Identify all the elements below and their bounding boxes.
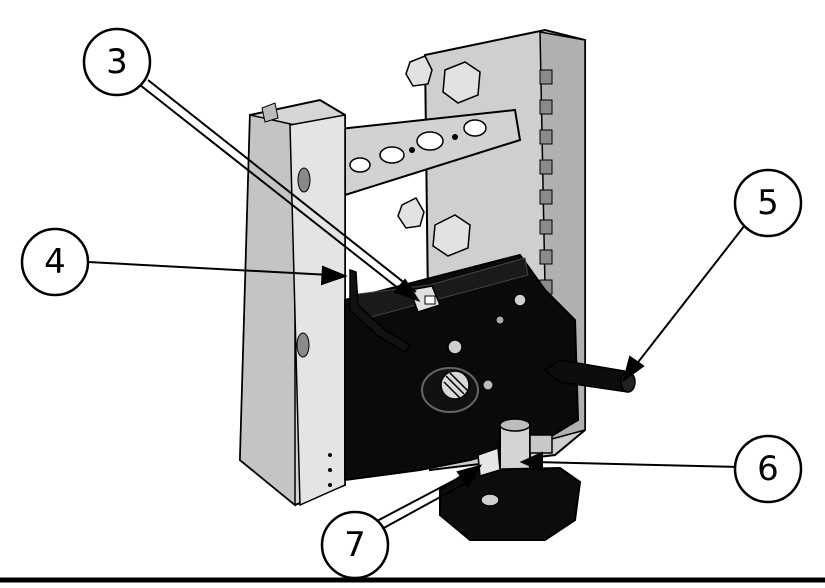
base-foot	[439, 446, 582, 541]
callout-3: 3	[82, 27, 152, 97]
callout-7-label: 7	[344, 525, 366, 565]
callout-5-label: 5	[757, 183, 779, 223]
coil-spring	[421, 367, 479, 413]
callout-3-label: 3	[106, 42, 128, 82]
callout-7: 7	[320, 510, 390, 580]
callout-5: 5	[733, 168, 803, 238]
release-lever	[349, 268, 412, 353]
rail-bolt-lower	[397, 197, 471, 257]
arrowhead-5	[622, 355, 645, 383]
leader-line-4	[87, 261, 331, 276]
leader-lines	[87, 79, 746, 531]
arrowhead-3	[393, 278, 421, 302]
leader-line-7	[374, 471, 471, 523]
callout-4-label: 4	[44, 242, 66, 282]
arrowhead-6	[519, 451, 543, 473]
front-upright	[238, 98, 346, 507]
leader-line-6	[534, 461, 741, 468]
callout-4: 4	[20, 227, 90, 297]
leader-line-3	[139, 84, 409, 297]
leader-line-5	[631, 224, 746, 371]
arrowhead-7	[456, 464, 483, 488]
callout-6-label: 6	[757, 449, 779, 489]
callout-6: 6	[733, 434, 803, 504]
arrowhead-4	[320, 265, 348, 286]
rail-bolt-upper	[405, 55, 481, 104]
